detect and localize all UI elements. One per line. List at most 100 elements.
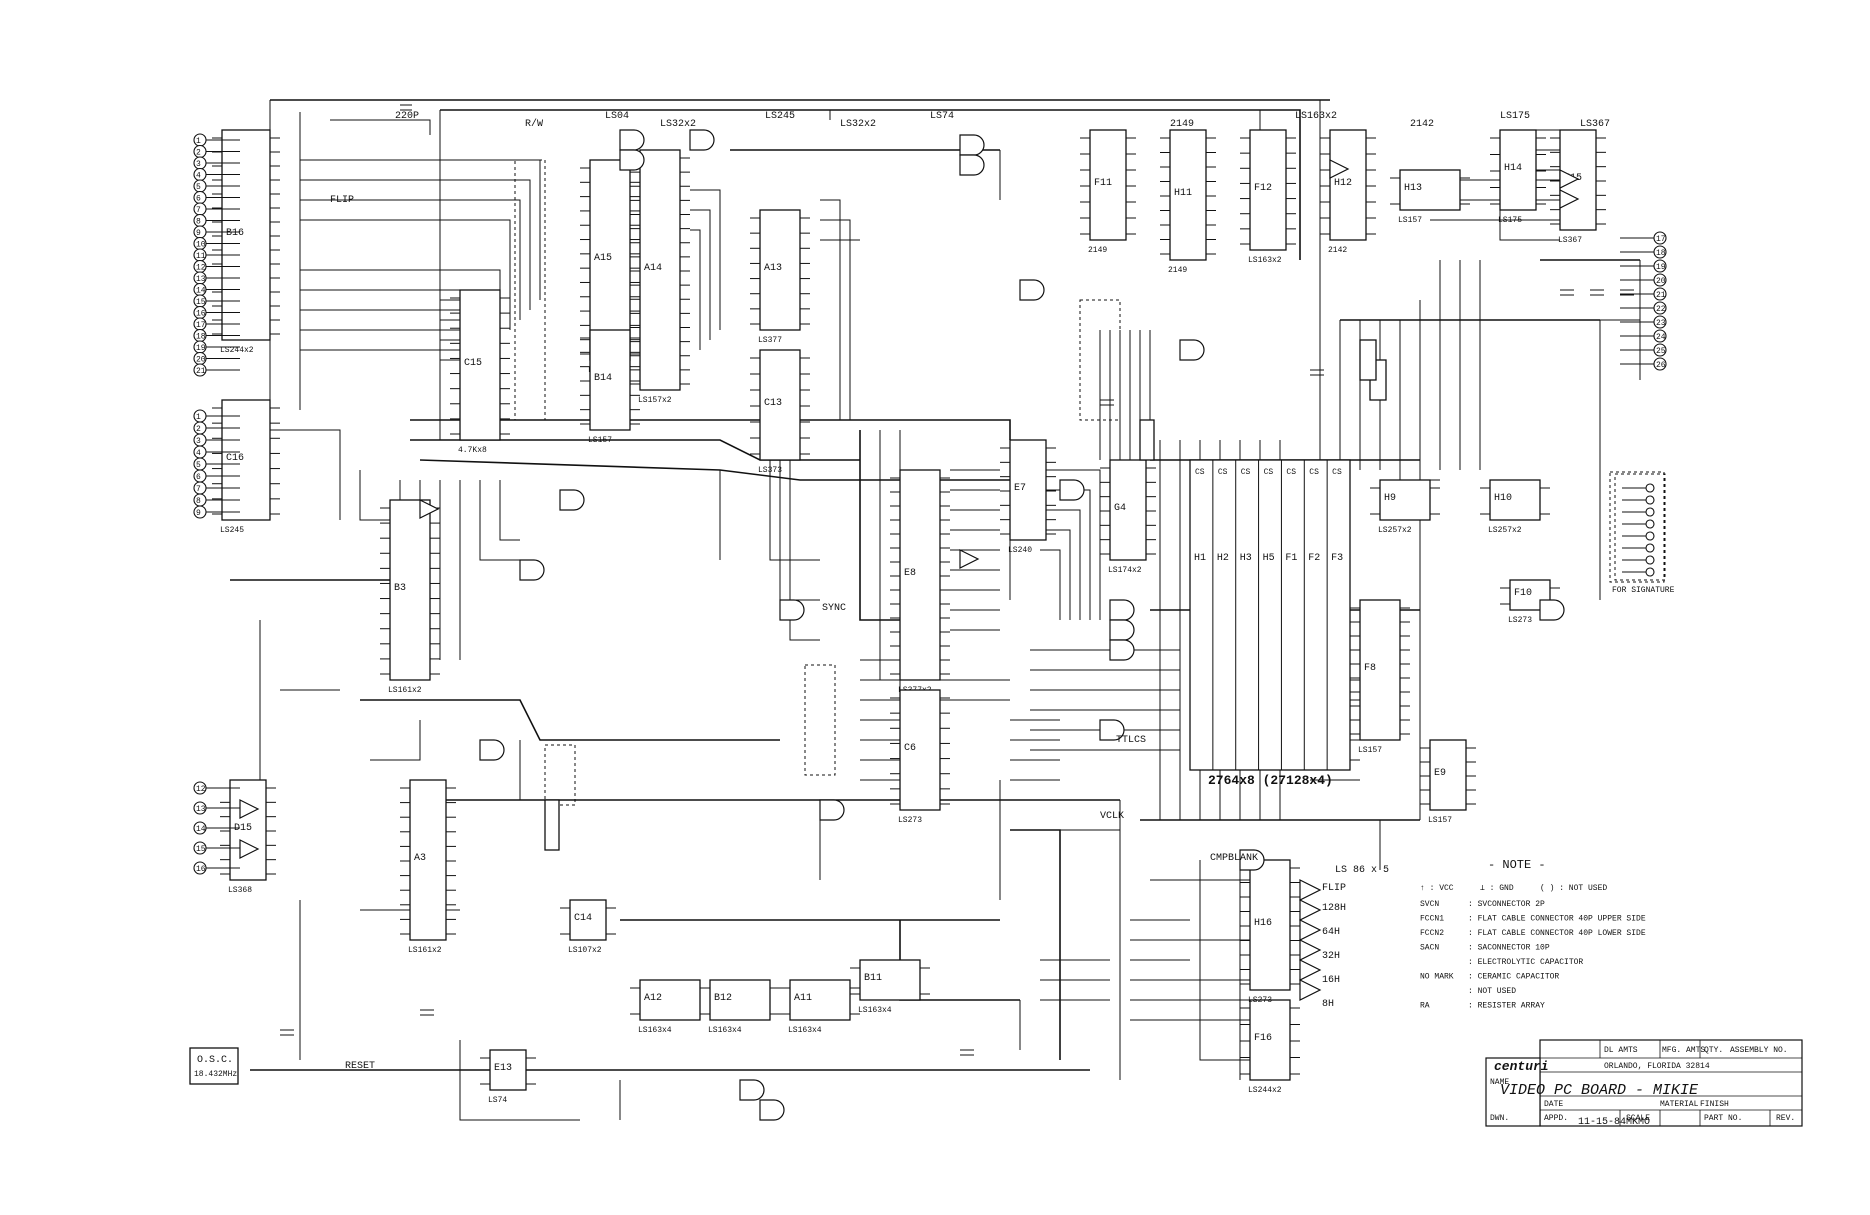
note-desc: : SACONNECTOR 10P xyxy=(1468,944,1550,953)
chip-part-label: LS273 xyxy=(1248,996,1272,1005)
buffer-gate xyxy=(239,839,260,859)
chip-ref-label: E8 xyxy=(904,568,916,579)
oscillator: O.S.C. 18.432MHz xyxy=(189,1047,239,1085)
tb-field-scale: SCALE xyxy=(1626,1114,1650,1123)
note-desc: : SVCONNECTOR 2P xyxy=(1468,900,1545,909)
chip-ref-label: C15 xyxy=(464,358,482,369)
chip-body xyxy=(221,129,271,341)
top-net-label: LS163x2 xyxy=(1295,111,1337,122)
vclk-signal-label: VCLK xyxy=(1100,811,1124,822)
chip-body xyxy=(589,159,631,361)
note-block: - NOTE - ↑ : VCC ⊥ : GND ( ) : NOT USED … xyxy=(1420,858,1646,1011)
connector-pin-number: 6 xyxy=(196,473,201,482)
chip-body xyxy=(1329,129,1367,241)
top-net-label: LS32x2 xyxy=(840,119,876,130)
chip-body xyxy=(589,329,631,431)
connector-pin-number: 8 xyxy=(196,497,201,506)
chip-body xyxy=(1109,459,1147,561)
chip-ref-label: E7 xyxy=(1014,483,1026,494)
chip-part-label: LS257x2 xyxy=(1488,526,1522,535)
chip-part-label: LS157 xyxy=(1398,216,1422,225)
chip-body xyxy=(1499,129,1537,211)
note-desc: : ELECTROLYTIC CAPACITOR xyxy=(1468,958,1583,967)
chip-part-label: 4.7Kx8 xyxy=(458,446,487,455)
nand-gate xyxy=(1059,479,1085,501)
top-net-label: LS175 xyxy=(1500,111,1530,122)
chip-body xyxy=(1359,599,1401,741)
connector-pin-number: 7 xyxy=(196,206,201,215)
nand-gate xyxy=(779,599,805,621)
chip-body xyxy=(569,899,607,941)
chip-body xyxy=(759,209,801,331)
resistor-array xyxy=(1139,419,1155,461)
chip-ref-label: H14 xyxy=(1504,163,1522,174)
chip-ref-label: F10 xyxy=(1514,588,1532,599)
nand-gate xyxy=(1539,599,1565,621)
chip-body xyxy=(229,779,267,881)
nand-gate xyxy=(759,1099,785,1121)
nand-gate xyxy=(1099,719,1125,741)
connector-pin-number: 4 xyxy=(196,449,201,458)
connector-pin-number: 9 xyxy=(196,229,201,238)
note-code: RA xyxy=(1420,1002,1430,1011)
chip-body xyxy=(409,779,447,941)
connector-pin-number: 12 xyxy=(196,785,206,794)
connector-pin-number: 18 xyxy=(1656,249,1666,258)
title-block: DL AMTS MFG. AMTS QTY. ASSEMBLY NO. cent… xyxy=(1485,1039,1803,1128)
chip-ref-label: F8 xyxy=(1364,663,1376,674)
chip-body xyxy=(789,979,851,1021)
sync-signal-label: SYNC xyxy=(822,603,846,614)
chip-body xyxy=(759,349,801,461)
chip-part-label: LS174x2 xyxy=(1108,566,1142,575)
buffer-gate xyxy=(1299,919,1322,941)
signature-pin xyxy=(1645,507,1655,517)
nand-gate xyxy=(559,489,585,511)
rom-array-label: 2764x8 (27128x4) xyxy=(1208,773,1333,788)
chip-body xyxy=(859,959,921,1001)
connector-pin-number: 15 xyxy=(196,845,206,854)
chip-body xyxy=(1089,129,1127,241)
signature-pin xyxy=(1645,555,1655,565)
signature-pins xyxy=(1622,483,1655,577)
flip-signal-label: FLIP xyxy=(330,195,354,206)
chip-part-label: LS377 xyxy=(758,336,782,345)
top-net-label: LS245 xyxy=(765,111,795,122)
chip-body xyxy=(459,289,501,441)
connector-pin-number: 11 xyxy=(196,252,206,261)
nand-gate xyxy=(1179,339,1205,361)
chip-part-label: LS373 xyxy=(758,466,782,475)
connector-pin-number: 25 xyxy=(1656,347,1666,356)
chip-body xyxy=(1399,169,1461,211)
signature-pin xyxy=(1645,495,1655,505)
connector-pin-number: 5 xyxy=(196,461,201,470)
rom-cs-label: CS xyxy=(1309,468,1319,477)
chip-part-label: LS161x2 xyxy=(388,686,422,695)
tb-field-appd: APPD. xyxy=(1544,1114,1568,1123)
rom-column-label: H1 xyxy=(1194,553,1206,564)
chip-ref-label: H11 xyxy=(1174,188,1192,199)
drawing-title: VIDEO PC BOARD - MIKIE xyxy=(1500,1082,1699,1099)
note-code: NO MARK xyxy=(1420,973,1454,982)
note-code: SVCN xyxy=(1420,900,1439,909)
chip-ref-label: A11 xyxy=(794,993,812,1004)
chip-body xyxy=(639,149,681,391)
connector-pin-number: 12 xyxy=(196,264,206,273)
chip-part-label: LS163x4 xyxy=(858,1006,892,1015)
buffer-gate xyxy=(419,499,440,519)
tb-field-rev: REV. xyxy=(1776,1114,1795,1123)
note-legend-notused: ( ) : NOT USED xyxy=(1540,884,1607,893)
signature-pin xyxy=(1645,543,1655,553)
signature-pin xyxy=(1645,531,1655,541)
chip-ref-label: C13 xyxy=(764,398,782,409)
chip-part-label: LS107x2 xyxy=(568,946,602,955)
buffer-gate xyxy=(1299,879,1322,901)
top-net-label: LS32x2 xyxy=(660,119,696,130)
oscillator-block xyxy=(189,1047,239,1085)
